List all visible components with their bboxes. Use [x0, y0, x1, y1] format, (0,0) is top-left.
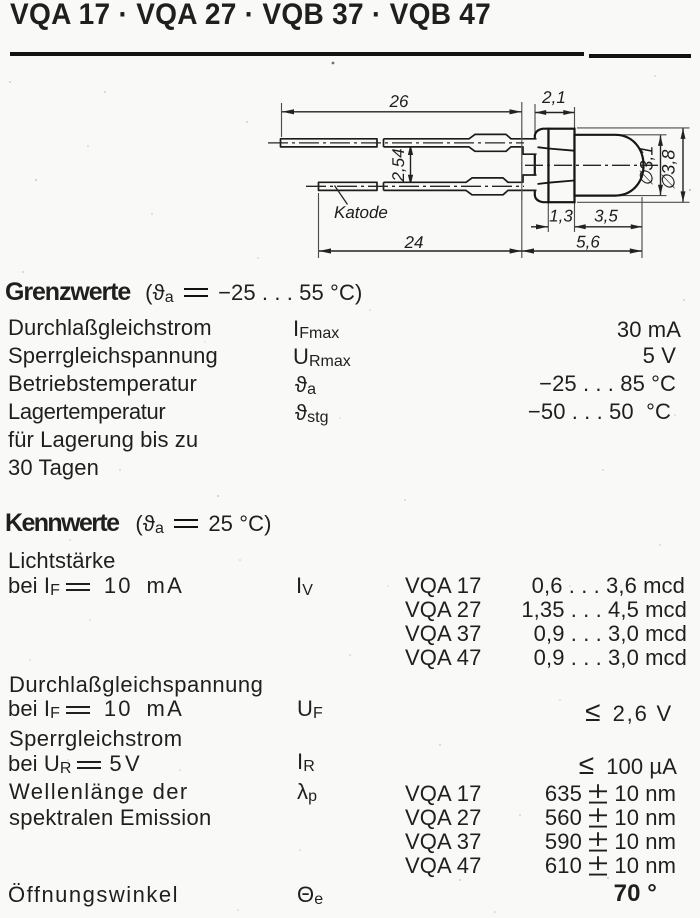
- svg-text:Katode: Katode: [334, 203, 388, 222]
- svg-text:26: 26: [389, 92, 409, 111]
- svg-text:5,6: 5,6: [576, 233, 600, 252]
- svg-text:1,3: 1,3: [549, 207, 573, 226]
- svg-text:24: 24: [404, 233, 424, 252]
- svg-text:2,1: 2,1: [541, 88, 566, 107]
- svg-text:3,5: 3,5: [594, 207, 618, 226]
- svg-text:∅3,1: ∅3,1: [637, 146, 657, 187]
- svg-text:∅3,8: ∅3,8: [659, 150, 679, 191]
- svg-text:2,54: 2,54: [389, 148, 408, 182]
